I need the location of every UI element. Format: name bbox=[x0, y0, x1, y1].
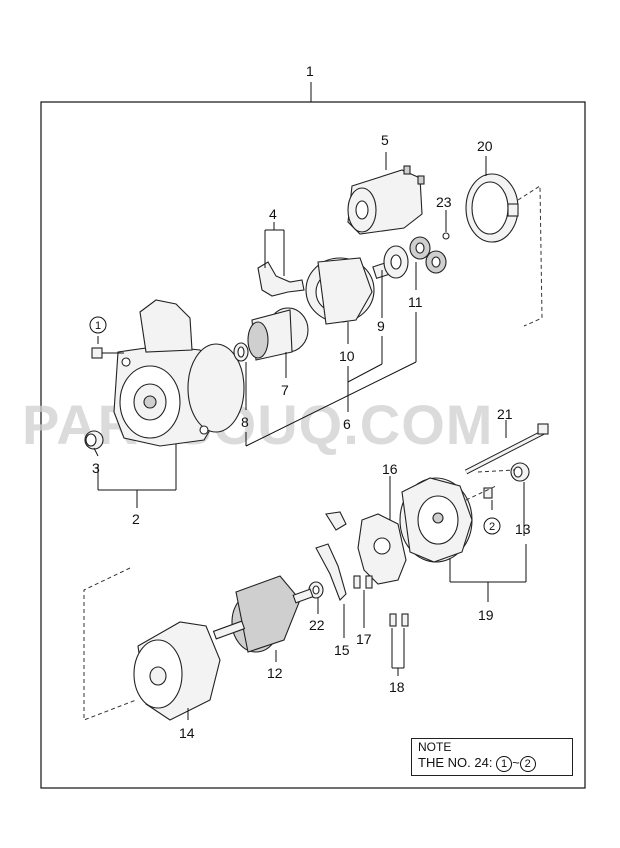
label-10: 10 bbox=[339, 348, 355, 364]
rear-dash-line bbox=[465, 469, 515, 501]
label-19: 19 bbox=[478, 607, 494, 623]
label-17: 17 bbox=[356, 631, 372, 647]
brush-part-15 bbox=[315, 511, 347, 601]
brush-holder-part-16 bbox=[357, 513, 407, 585]
upper-dash-outline bbox=[517, 185, 543, 327]
front-housing-part-2 bbox=[113, 299, 245, 447]
note-colon: : bbox=[488, 755, 493, 770]
screw-ref-2 bbox=[483, 487, 493, 499]
note-tilde: ~ bbox=[512, 755, 520, 770]
armature-part-12 bbox=[212, 575, 314, 653]
note-range-from: 1 bbox=[496, 755, 513, 772]
label-13: 13 bbox=[515, 521, 531, 537]
label-12: 12 bbox=[267, 665, 283, 681]
svg-text:1: 1 bbox=[95, 320, 101, 332]
pinion-shaft-part-9 bbox=[372, 245, 409, 280]
label-15: 15 bbox=[334, 642, 350, 658]
label-2: 2 bbox=[132, 511, 140, 527]
label-3: 3 bbox=[92, 460, 100, 476]
note-prefix: THE NO. bbox=[418, 755, 471, 770]
diagram-frame bbox=[40, 101, 586, 789]
bushing-part-3 bbox=[84, 430, 104, 450]
shift-lever-part-4 bbox=[257, 261, 305, 297]
lower-leaders bbox=[187, 420, 527, 720]
note-range-to: 2 bbox=[519, 755, 536, 772]
note-box: NOTE THE NO. 24: 1~2 bbox=[411, 738, 573, 776]
gear-housing-part-10 bbox=[305, 257, 375, 325]
label-11: 11 bbox=[408, 294, 423, 310]
note-number: 24 bbox=[474, 755, 489, 770]
label-7: 7 bbox=[281, 382, 289, 398]
lower-dash-outline bbox=[83, 567, 137, 721]
planet-gears-part-11 bbox=[409, 236, 447, 274]
packing-ring-part-20 bbox=[465, 173, 519, 243]
label-20: 20 bbox=[477, 138, 493, 154]
through-bolt-part-21 bbox=[464, 423, 549, 475]
upper-leaders bbox=[93, 152, 487, 508]
circled-ref-1: 1 bbox=[89, 316, 107, 334]
label-9: 9 bbox=[377, 318, 385, 334]
stop-ring-part-8 bbox=[233, 342, 249, 362]
label-1: 1 bbox=[306, 63, 314, 79]
label-5: 5 bbox=[381, 132, 389, 148]
label-8: 8 bbox=[241, 414, 249, 430]
yoke-part-14 bbox=[133, 621, 221, 721]
label-18: 18 bbox=[389, 679, 405, 695]
solenoid-part-5 bbox=[347, 165, 425, 235]
circled-ref-2: 2 bbox=[483, 517, 501, 535]
clutch-part-7 bbox=[247, 307, 309, 361]
note-title: NOTE bbox=[418, 740, 452, 754]
spacer-part-13 bbox=[510, 462, 530, 482]
label-23: 23 bbox=[436, 194, 452, 210]
label-22: 22 bbox=[309, 617, 325, 633]
label-6: 6 bbox=[343, 416, 351, 432]
label-16: 16 bbox=[382, 461, 398, 477]
label-4: 4 bbox=[269, 206, 277, 222]
part-number-labels: 1 5 20 23 4 9 11 10 7 8 6 3 2 21 16 13 1… bbox=[92, 63, 531, 741]
bolt-ref-1 bbox=[91, 347, 124, 359]
brush-springs-part-17 bbox=[353, 575, 373, 589]
rear-cover-part-19 bbox=[399, 477, 473, 563]
note-body: THE NO. 24: 1~2 bbox=[418, 755, 536, 772]
label-21: 21 bbox=[497, 406, 513, 422]
brushes-part-18 bbox=[389, 613, 409, 627]
svg-text:2: 2 bbox=[489, 521, 495, 533]
ball-part-23 bbox=[442, 232, 450, 240]
label-14: 14 bbox=[179, 725, 195, 741]
